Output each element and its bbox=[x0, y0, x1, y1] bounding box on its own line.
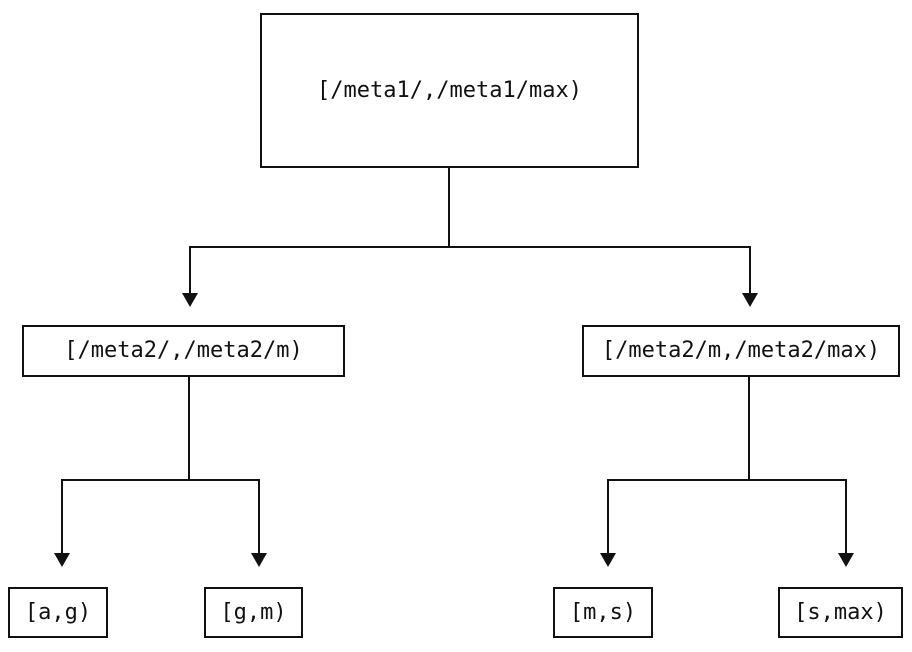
arrowhead-down-icon bbox=[54, 553, 70, 567]
connector-meta2-right-right-drop bbox=[845, 479, 847, 553]
leaf-node-a-g-label: [a,g) bbox=[24, 599, 92, 625]
connector-meta2-left-crossbar bbox=[61, 479, 260, 481]
meta2-left-node: [/meta2/,/meta2/m) bbox=[22, 325, 345, 377]
leaf-node-s-max-label: [s,max) bbox=[794, 599, 887, 625]
connector-root-stem bbox=[448, 168, 450, 247]
leaf-node-s-max: [s,max) bbox=[778, 587, 903, 638]
connector-meta2-right-stem bbox=[748, 377, 750, 481]
root-node: [/meta1/,/meta1/max) bbox=[260, 13, 639, 168]
leaf-node-m-s: [m,s) bbox=[553, 587, 653, 638]
connector-root-crossbar bbox=[189, 246, 751, 248]
meta2-left-node-label: [/meta2/,/meta2/m) bbox=[64, 338, 303, 363]
arrowhead-down-icon bbox=[600, 553, 616, 567]
leaf-node-a-g: [a,g) bbox=[8, 587, 108, 638]
connector-meta2-left-left-drop bbox=[61, 479, 63, 553]
arrowhead-down-icon bbox=[182, 293, 198, 307]
leaf-node-m-s-label: [m,s) bbox=[569, 599, 637, 625]
leaf-node-g-m: [g,m) bbox=[204, 587, 303, 638]
meta2-right-node: [/meta2/m,/meta2/max) bbox=[582, 325, 900, 377]
connector-root-right-drop bbox=[749, 246, 751, 294]
connector-meta2-right-crossbar bbox=[607, 479, 847, 481]
arrowhead-down-icon bbox=[838, 553, 854, 567]
connector-meta2-left-stem bbox=[188, 377, 190, 481]
connector-meta2-right-left-drop bbox=[607, 479, 609, 553]
connector-root-left-drop bbox=[189, 246, 191, 294]
leaf-node-g-m-label: [g,m) bbox=[220, 599, 287, 625]
root-node-label: [/meta1/,/meta1/max) bbox=[317, 77, 582, 103]
arrowhead-down-icon bbox=[251, 553, 267, 567]
meta2-right-node-label: [/meta2/m,/meta2/max) bbox=[601, 338, 881, 363]
arrowhead-down-icon bbox=[742, 293, 758, 307]
connector-meta2-left-right-drop bbox=[258, 479, 260, 553]
